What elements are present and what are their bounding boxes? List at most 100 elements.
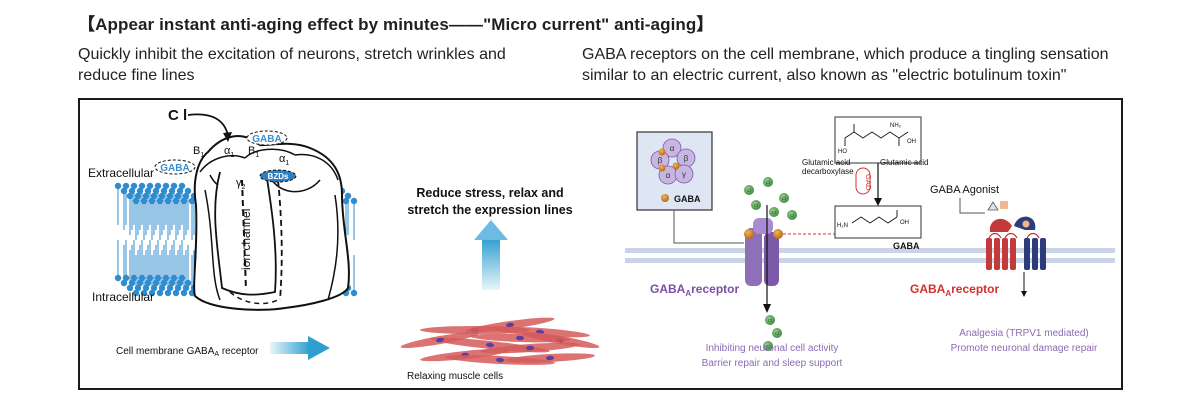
extracellular-label: Extracellular	[88, 166, 154, 180]
gaba-site-left	[154, 159, 196, 175]
subunit-b1-left: B1	[193, 145, 204, 159]
chloride-ion	[787, 210, 797, 220]
lipid-left-head	[172, 289, 180, 297]
agonist-triangle	[987, 201, 999, 211]
receptor2-effect-1: Analgesia (TRPV1 mediated)	[959, 328, 1089, 339]
lipid-left-head	[144, 187, 152, 195]
lipid-left-head	[154, 182, 162, 190]
h2n-label: H₂N	[837, 223, 848, 229]
muscle-caption: Relaxing muscle cells	[407, 371, 503, 382]
oh-label-2: OH	[900, 220, 909, 226]
gad-label: GAD	[864, 174, 873, 191]
gaba-product-label: GABA	[893, 241, 920, 251]
inset-subunit	[674, 164, 694, 184]
bzd-site	[259, 169, 297, 183]
ion-channel-label: ion channel	[239, 209, 253, 270]
inset-subunit-label: α	[670, 144, 675, 153]
lipid-right-head	[350, 197, 358, 205]
lipid-left-head	[134, 192, 142, 200]
lipid-left-head	[152, 187, 160, 195]
lipid-left-head	[164, 289, 172, 297]
diagram-panel: C l Extracellular Intracellular ion chan…	[78, 98, 1123, 390]
chloride-ion	[779, 193, 789, 203]
lipid-left-head	[132, 289, 140, 297]
lipid-left-head	[140, 289, 148, 297]
gaba-site-top-label: GABA	[252, 134, 281, 145]
inset-subunit-label: β	[684, 154, 689, 163]
effect-line-2: stretch the expression lines	[407, 203, 572, 217]
inset-gaba-label: GABA	[674, 194, 701, 204]
lipid-left-head	[136, 187, 144, 195]
lipid-right-head	[342, 197, 350, 205]
inset-subunit	[662, 138, 682, 158]
gad-enzyme-line2: decarboxylase	[802, 167, 854, 176]
chloride-ion	[769, 207, 779, 217]
lipid-left-head	[140, 197, 148, 205]
subunit-gamma: γ2	[236, 177, 246, 191]
lipid-left-head	[146, 182, 154, 190]
lipid-bilayer-left	[114, 182, 204, 297]
muscle-cell-nucleus	[486, 342, 494, 348]
muscle-cell-nucleus	[506, 322, 514, 328]
lipid-left-head	[178, 182, 186, 190]
ho-label: HO	[838, 149, 847, 155]
right-arrow	[270, 336, 330, 360]
subunit-a1-top: α1	[224, 145, 234, 159]
lipid-left-head	[142, 192, 150, 200]
effect-line-1: Reduce stress, relax and	[416, 186, 563, 200]
muscle-cell-nucleus	[526, 345, 534, 351]
lipid-left-head	[156, 197, 164, 205]
chloride-ion-label: Cl	[768, 318, 772, 323]
muscle-cell-nucleus	[516, 335, 524, 341]
lipid-left-head	[170, 182, 178, 190]
chloride-ion	[744, 185, 754, 195]
gad-pill: GAD	[855, 167, 873, 195]
lipid-left-head	[176, 187, 184, 195]
lipid-left-head	[114, 274, 122, 282]
receptor-helix	[1024, 238, 1030, 270]
glutamic-acid-structure: NH₂ HO OH	[834, 116, 922, 164]
subtitle-right: GABA receptors on the cell membrane, whi…	[582, 46, 1109, 84]
lipid-left-head	[184, 187, 192, 195]
receptor1-effect-1: Inhibiting neuronal cell activity	[706, 343, 839, 354]
inset-gaba-ligand	[658, 148, 666, 156]
lipid-right-head	[350, 289, 358, 297]
lipid-left-head	[174, 192, 182, 200]
up-arrow	[474, 220, 508, 290]
lipid-left-head	[162, 182, 170, 190]
muscle-cell-nucleus	[436, 337, 444, 343]
gaba-site-left-label: GABA	[160, 163, 189, 174]
chloride-ion-label: Cl	[766, 344, 770, 349]
gaba-site-top	[246, 130, 288, 146]
lipid-left-head	[126, 284, 134, 292]
chloride-ion	[751, 200, 761, 210]
receptor1-effect-2: Barrier repair and sleep support	[702, 358, 843, 369]
lipid-left-head	[126, 192, 134, 200]
chloride-ion-label: Cl	[782, 196, 786, 201]
subtitle-left: Quickly inhibit the excitation of neuron…	[78, 46, 506, 84]
chloride-ion-label: Cl	[772, 210, 776, 215]
receptor-helix	[1010, 238, 1016, 270]
lipid-left-head	[180, 289, 188, 297]
gad-enzyme-line1: Glutamic acid	[802, 158, 850, 167]
agonist-square	[1000, 201, 1008, 209]
receptor2-label: GABAAreceptor	[910, 282, 999, 298]
bzd-site-label: BZDs	[268, 172, 289, 181]
intracellular-label: Intracellular	[92, 290, 154, 304]
gaba-product-structure: H₂N OH	[834, 205, 922, 239]
chloride-ion	[763, 177, 773, 187]
chloride-ion-label: Cl	[747, 188, 751, 193]
lipid-left-head	[160, 187, 168, 195]
chloride-ion-label: Cl	[790, 213, 794, 218]
nh2-label: NH₂	[890, 123, 902, 129]
lipid-left-head	[120, 187, 128, 195]
lipid-left-head	[166, 192, 174, 200]
lipid-left-head	[158, 192, 166, 200]
inset-gaba-ligand	[672, 162, 680, 170]
lipid-left-head	[148, 289, 156, 297]
muscle-cell-nucleus	[496, 357, 504, 363]
chloride-ion	[763, 341, 773, 351]
gaba-a-receptor-2	[986, 216, 1046, 297]
chloride-ion-label: Cl	[766, 180, 770, 185]
